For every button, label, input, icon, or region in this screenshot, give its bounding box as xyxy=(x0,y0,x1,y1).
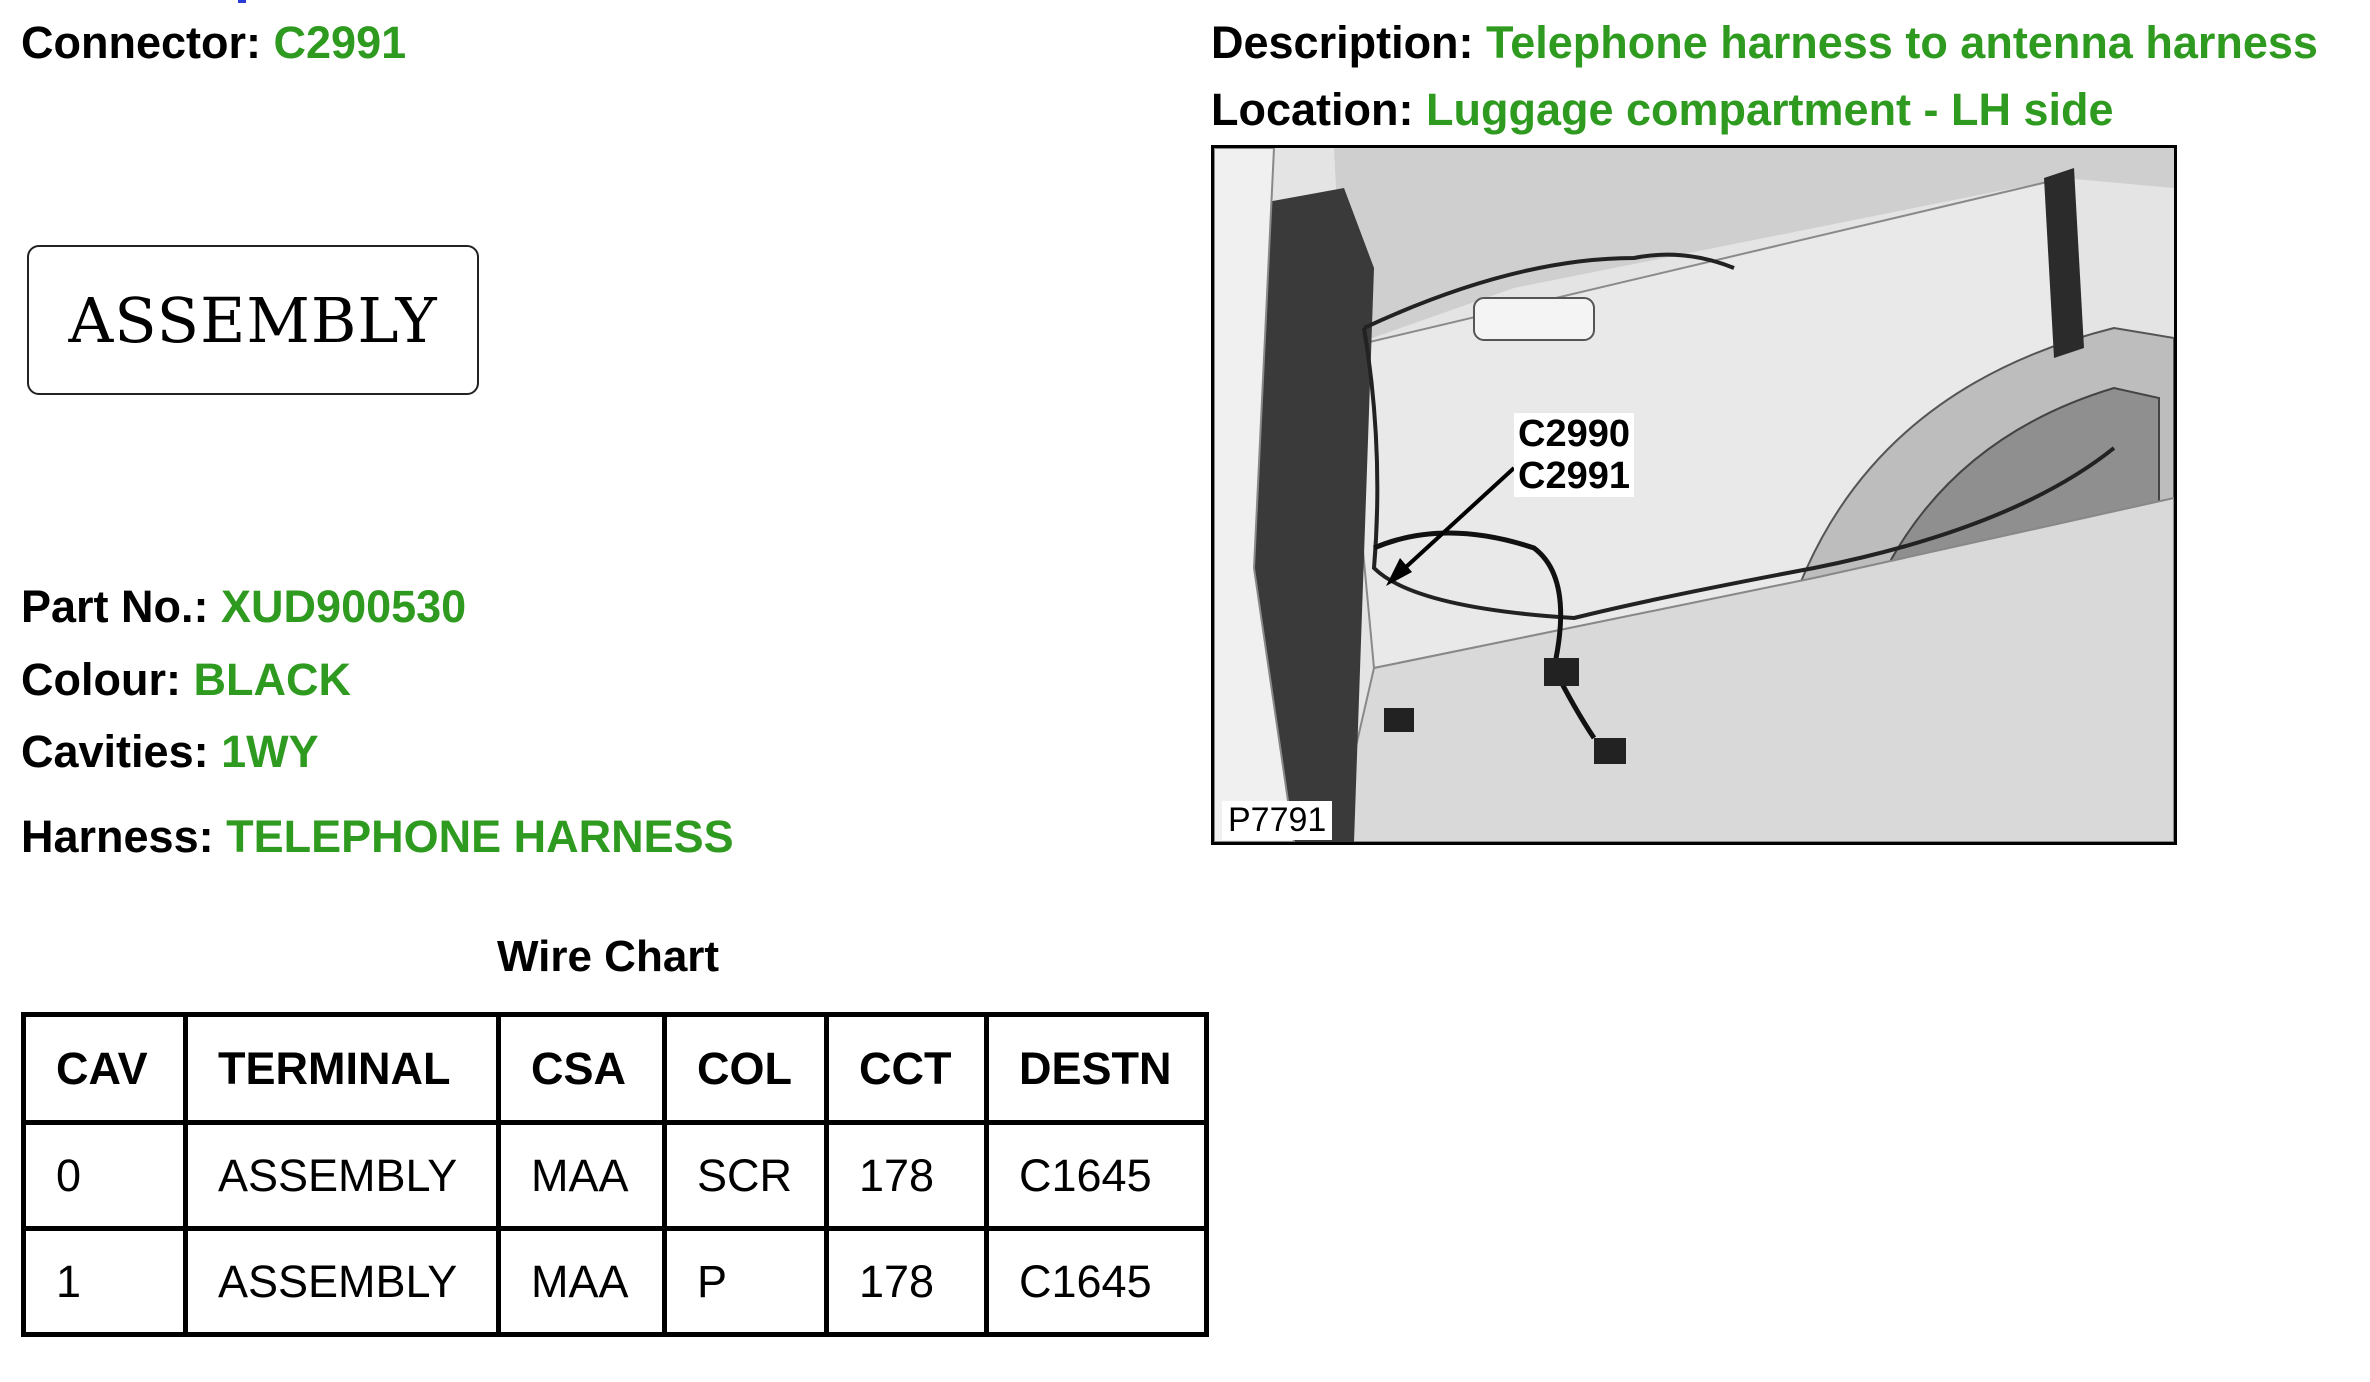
callout-line: C2991 xyxy=(1518,455,1630,497)
cell-csa: MAA xyxy=(496,1226,667,1337)
table-row: 1 ASSEMBLY MAA P 178 C1645 xyxy=(21,1226,1209,1337)
wire-chart-table: CAV TERMINAL CSA COL CCT DESTN 0 ASSEMBL… xyxy=(21,1012,1209,1337)
location-image: C2990 C2991 P7791 xyxy=(1211,145,2177,845)
cell-col: P xyxy=(662,1226,829,1337)
harness-label: Harness: xyxy=(21,811,214,862)
location-label: Location: xyxy=(1211,84,1414,135)
description-label: Description: xyxy=(1211,17,1474,68)
colour-value: BLACK xyxy=(193,654,351,705)
description-value: Telephone harness to antenna harness xyxy=(1486,17,2318,68)
description-field: Description: Telephone harness to antenn… xyxy=(1211,20,2318,65)
header-csa: CSA xyxy=(496,1012,667,1125)
connector-callout: C2990 C2991 xyxy=(1514,413,1634,497)
wire-chart-header-row: CAV TERMINAL CSA COL CCT DESTN xyxy=(21,1012,1209,1125)
part-no-value: XUD900530 xyxy=(221,581,467,632)
colour-label: Colour: xyxy=(21,654,181,705)
cavities-value: 1WY xyxy=(221,726,319,777)
header-terminal: TERMINAL xyxy=(183,1012,501,1125)
cell-cct: 178 xyxy=(824,1226,989,1337)
cell-destn: C1645 xyxy=(984,1226,1209,1337)
location-value: Luggage compartment - LH side xyxy=(1426,84,2114,135)
connector-field: Connector: C2991 xyxy=(21,20,406,65)
part-no-label: Part No.: xyxy=(21,581,209,632)
luggage-compartment-illustration xyxy=(1214,148,2174,842)
header-cct: CCT xyxy=(824,1012,989,1125)
part-no-field: Part No.: XUD900530 xyxy=(21,584,466,629)
wire-chart-title: Wire Chart xyxy=(497,932,720,981)
harness-value: TELEPHONE HARNESS xyxy=(226,811,734,862)
header-destn: DESTN xyxy=(984,1012,1209,1125)
cell-cav: 1 xyxy=(21,1226,188,1337)
harness-field: Harness: TELEPHONE HARNESS xyxy=(21,814,734,859)
cell-csa: MAA xyxy=(496,1120,667,1231)
header-cav: CAV xyxy=(21,1012,188,1125)
top-edge-mark xyxy=(238,0,246,3)
cell-cct: 178 xyxy=(824,1120,989,1231)
colour-field: Colour: BLACK xyxy=(21,657,351,702)
cell-col: SCR xyxy=(662,1120,829,1231)
cell-cav: 0 xyxy=(21,1120,188,1231)
cavities-label: Cavities: xyxy=(21,726,209,777)
connector-value: C2991 xyxy=(273,17,407,68)
image-id-label: P7791 xyxy=(1222,801,1333,840)
connector-label: Connector: xyxy=(21,17,261,68)
callout-line: C2990 xyxy=(1518,413,1630,455)
location-field: Location: Luggage compartment - LH side xyxy=(1211,87,2114,132)
cavities-field: Cavities: 1WY xyxy=(21,729,319,774)
table-row: 0 ASSEMBLY MAA SCR 178 C1645 xyxy=(21,1120,1209,1231)
connector-face-view: ASSEMBLY xyxy=(27,245,479,395)
cell-destn: C1645 xyxy=(984,1120,1209,1231)
header-col: COL xyxy=(662,1012,829,1125)
cell-terminal: ASSEMBLY xyxy=(183,1226,501,1337)
cell-terminal: ASSEMBLY xyxy=(183,1120,501,1231)
face-view-label: ASSEMBLY xyxy=(68,283,438,357)
